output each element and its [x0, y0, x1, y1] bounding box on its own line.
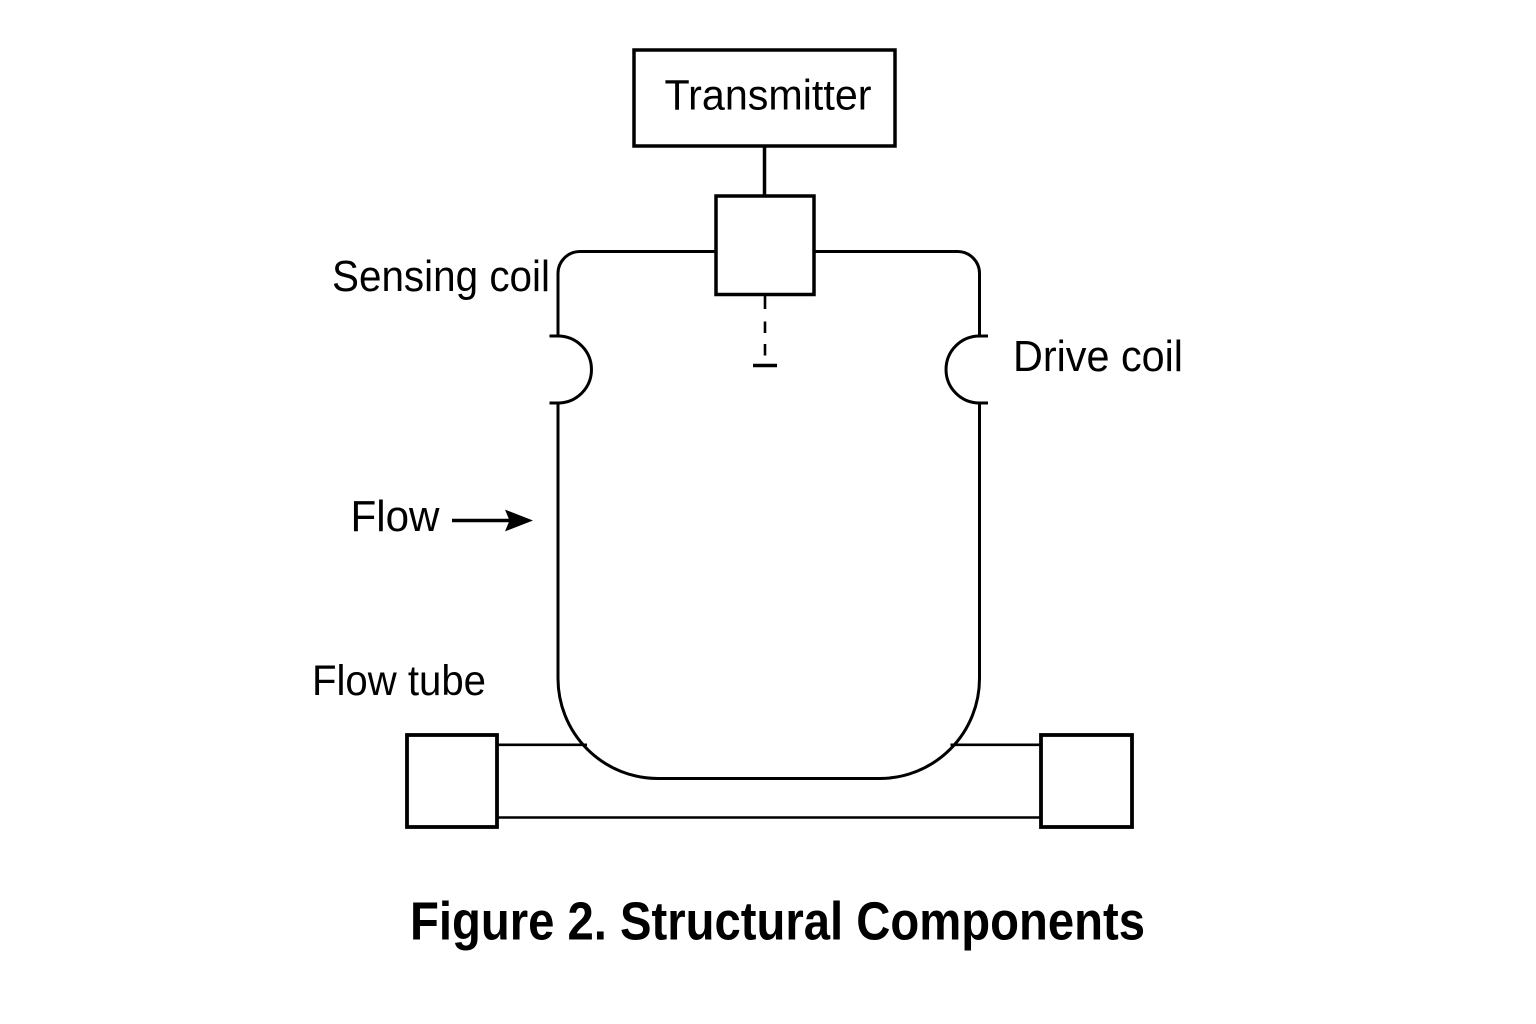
svg-text:Figure 2. Structural Component: Figure 2. Structural Components: [410, 892, 1145, 952]
svg-text:Drive coil: Drive coil: [1013, 333, 1183, 381]
svg-text:Flow tube: Flow tube: [312, 657, 486, 705]
svg-text:Flow: Flow: [351, 493, 440, 541]
svg-text:Transmitter: Transmitter: [665, 72, 872, 119]
svg-text:Sensing coil: Sensing coil: [332, 253, 550, 301]
